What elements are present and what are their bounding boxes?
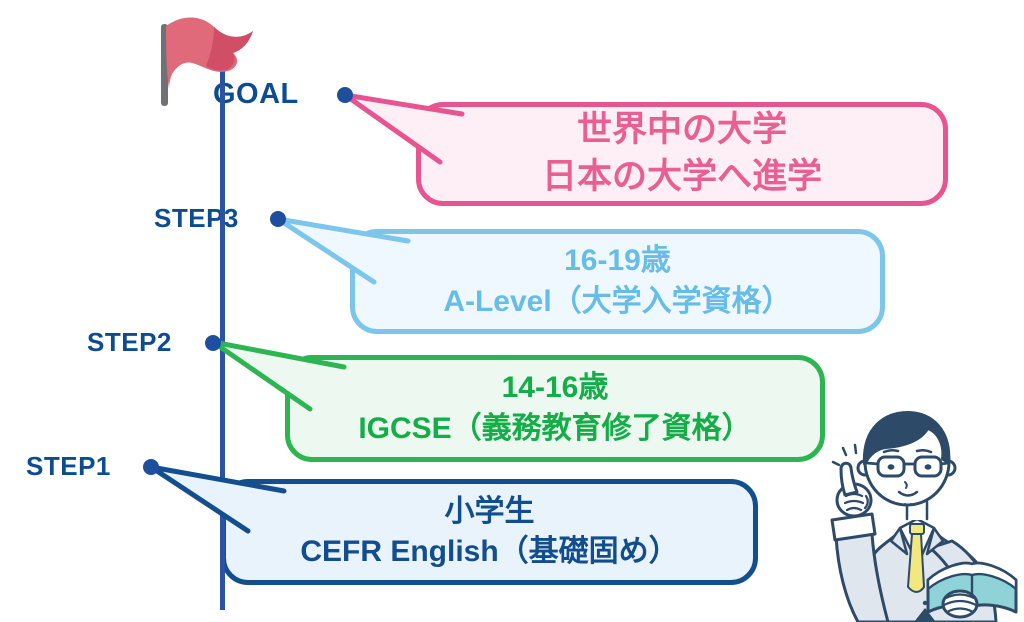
flag-cloth-shade (206, 27, 253, 71)
glasses-bridge (865, 461, 950, 466)
tie-blade (907, 533, 925, 593)
book-pages (926, 562, 1018, 591)
eyebrows (882, 448, 933, 454)
book-hand-fingers (942, 593, 978, 614)
bubble-step2-line2: IGCSE（義務教育修了資格） (358, 411, 752, 445)
hair (862, 411, 951, 465)
bubble-step1-line2: CEFR English（基礎固め） (300, 535, 679, 568)
milestone-label-step3: STEP3 (154, 203, 239, 233)
milestone-dot-step2 (205, 335, 221, 351)
shirt-cuff (830, 512, 877, 542)
open-book-icon (926, 561, 1018, 619)
teacher-pointing-illustration (830, 411, 1018, 622)
bubble-goal-line1: 世界中の大学 (576, 110, 787, 150)
flag-pole (161, 24, 168, 106)
mouth (897, 490, 919, 497)
eye-left (887, 464, 895, 470)
bubble-step1-line1: 小学生 (444, 494, 535, 528)
milestone-label-step2: STEP2 (87, 327, 172, 357)
bubble-step2-line1: 14-16歳 (501, 371, 609, 405)
milestone-label-step1: STEP1 (26, 451, 111, 481)
raised-sleeve (834, 532, 890, 622)
neck (907, 502, 927, 520)
nose (904, 481, 908, 489)
pointing-finger-icon (830, 443, 890, 622)
lapel-left (889, 526, 909, 556)
milestone-dot-goal (337, 87, 353, 103)
emphasis-sparks (831, 443, 858, 467)
speech-bubble-step3: 16-19歳 A-Level（大学入学資格） (350, 229, 885, 334)
eye-right (924, 464, 932, 470)
bubble-step3-line2: A-Level（大学入学資格） (443, 284, 792, 318)
bubble-step3-line1: 16-19歳 (564, 244, 671, 278)
speech-bubble-step1: 小学生 CEFR English（基礎固め） (221, 479, 758, 585)
fist-knuckles (843, 492, 865, 512)
thumb (863, 494, 869, 510)
speech-bubble-step2: 14-16歳 IGCSE（義務教育修了資格） (285, 355, 825, 462)
bubble-goal-line2: 日本の大学へ進学 (541, 157, 822, 196)
teacher-head (856, 411, 957, 507)
milestone-dot-step3 (270, 211, 286, 227)
milestone-dot-step1 (143, 459, 159, 475)
trousers (914, 608, 936, 622)
lapel-right (925, 526, 945, 556)
milestone-label-goal: GOAL (213, 78, 299, 110)
chin-line (904, 503, 912, 506)
tie-knot (909, 523, 925, 535)
jacket-button (922, 600, 928, 606)
index-finger (839, 461, 859, 497)
speech-bubble-goal: 世界中の大学 日本の大学へ進学 (416, 102, 948, 206)
